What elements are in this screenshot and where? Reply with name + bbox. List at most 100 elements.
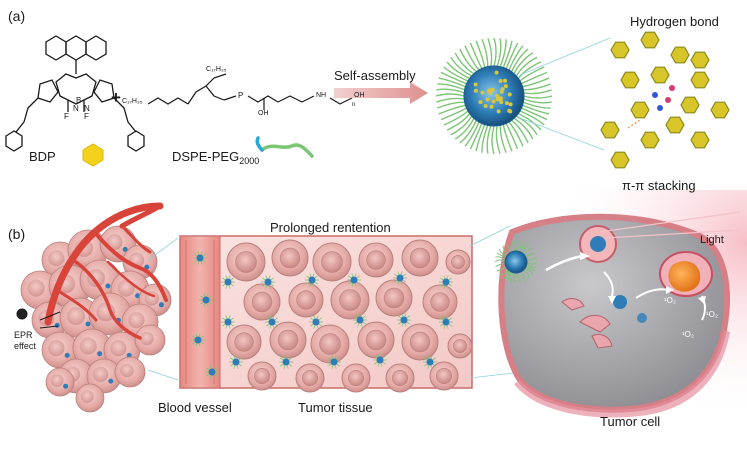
tumor-sphere-nucleus: [120, 364, 134, 378]
dspe-atom-nh: NH: [316, 92, 326, 99]
tissue-cell-nucleus: [410, 332, 430, 352]
tissue-np-core: [269, 319, 276, 326]
tumor-sphere-nucleus: [80, 338, 97, 355]
peg-hair: [523, 84, 550, 90]
tumor-nanoparticle: [65, 353, 70, 358]
peg-hair: [436, 94, 464, 96]
bdp-dot: [508, 93, 512, 97]
bdp-color-mark: [83, 144, 103, 166]
dspe-chain-label-1: C₁₇H₃₅: [206, 66, 227, 73]
bdp-dot: [500, 90, 504, 94]
tumor-nanoparticle: [63, 384, 68, 389]
bdp-dot: [486, 97, 490, 101]
tumor-nanoparticle: [108, 379, 113, 384]
molecule-ring: [711, 102, 729, 118]
tissue-np-core: [265, 279, 272, 286]
tissue-cell-nucleus: [302, 370, 317, 385]
tissue-np-core: [357, 317, 364, 324]
tumor-sphere-nucleus: [51, 374, 64, 387]
bdp-dot: [499, 79, 503, 83]
molecule-ring: [651, 67, 669, 83]
dspe-chain-label-2: C₁₇H₃₅: [122, 98, 143, 105]
peg-hair: [487, 126, 491, 154]
tissue-cell-nucleus: [366, 330, 386, 350]
bdp-dot: [480, 91, 484, 95]
bdp-dot: [492, 99, 496, 103]
bdp-structure: [6, 36, 144, 151]
peg-hair: [497, 38, 501, 66]
tumor-nanoparticle: [159, 302, 164, 307]
bdp-atom-n1: N: [73, 104, 79, 113]
light-label: Light: [700, 234, 724, 246]
bdp-dot: [507, 109, 511, 113]
peg-hair: [436, 98, 464, 102]
tumor-nanoparticle: [86, 322, 91, 327]
bdp-dot: [505, 101, 509, 105]
dspe-atom-oh: OH: [258, 110, 269, 117]
bdp-dot: [497, 109, 501, 113]
molecule-ring: [691, 72, 709, 88]
peg-hair: [521, 72, 547, 83]
epr-label-line2: effect: [14, 341, 36, 351]
tissue-cell-nucleus: [410, 248, 430, 268]
hydrogen-bond-label: Hydrogen bond: [630, 14, 719, 29]
peg-hair: [516, 57, 537, 76]
tissue-cell-nucleus: [340, 290, 361, 311]
dspe-peg-name: DSPE-PEG: [172, 149, 239, 164]
tissue-cell-nucleus: [392, 370, 407, 385]
nanoparticle-icon: [436, 38, 552, 154]
blood-vessel-label: Blood vessel: [158, 400, 232, 415]
tissue-np-core: [351, 277, 358, 284]
molecule-ring: [681, 97, 699, 113]
molecule-ring: [631, 102, 649, 118]
peg-end-oh: OH: [354, 92, 365, 99]
tissue-cell-nucleus: [235, 333, 254, 352]
molecule-atom: [665, 97, 671, 103]
tissue-np-core: [283, 359, 290, 366]
molecule-ring: [671, 47, 689, 63]
tissue-cell-nucleus: [436, 368, 451, 383]
tumor-sphere-nucleus: [48, 250, 64, 266]
peg-hair: [496, 126, 500, 154]
tissue-np-core: [233, 359, 240, 366]
dspe-atom-p: P: [238, 91, 243, 100]
tumor-sphere-nucleus: [93, 367, 108, 382]
peg-hair: [492, 126, 494, 154]
molecular-packing-model: [601, 32, 729, 168]
peg-hair: [494, 38, 496, 66]
tumor-tissue-label: Tumor tissue: [298, 400, 373, 415]
tissue-np-core: [331, 359, 338, 366]
tumor-sphere-nucleus: [28, 280, 45, 297]
tumor-sphere-nucleus: [48, 340, 64, 356]
tissue-cell-nucleus: [367, 251, 386, 270]
peg-repeat-n: n: [352, 102, 355, 108]
bdp-dot: [484, 104, 488, 108]
bdp-dot: [474, 89, 478, 93]
panel-b-label: (b): [8, 226, 25, 242]
singlet-oxygen-label-2: ¹O₂: [706, 310, 718, 319]
tissue-cell-nucleus: [348, 370, 363, 385]
tissue-cell-nucleus: [384, 288, 404, 308]
self-assembly-arrow: [334, 82, 428, 104]
tissue-cell-nucleus: [453, 339, 466, 352]
pi-stacking-label: π-π stacking: [622, 178, 696, 193]
singlet-oxygen-label-3: ¹O₂: [682, 330, 694, 339]
tissue-cell-nucleus: [252, 292, 272, 312]
tumor-cell-label: Tumor cell: [600, 414, 660, 429]
tissue-np-core: [377, 357, 384, 364]
tissue-cell-nucleus: [280, 248, 300, 268]
bdp-atom-b: B: [76, 96, 81, 105]
peg-hair: [524, 96, 552, 98]
tissue-cell-nucleus: [451, 255, 464, 268]
tissue-cell-nucleus: [254, 368, 269, 383]
tissue-np-core: [195, 337, 202, 344]
bdp-dot: [509, 102, 513, 106]
peg-chain-icon: [257, 138, 312, 156]
peg-hair: [524, 99, 552, 103]
hydrogen-bond: [662, 92, 672, 98]
peg-hair: [436, 89, 464, 93]
tissue-np-core: [427, 359, 434, 366]
peg-hair: [470, 43, 481, 69]
tumor-nanoparticle: [55, 323, 60, 328]
